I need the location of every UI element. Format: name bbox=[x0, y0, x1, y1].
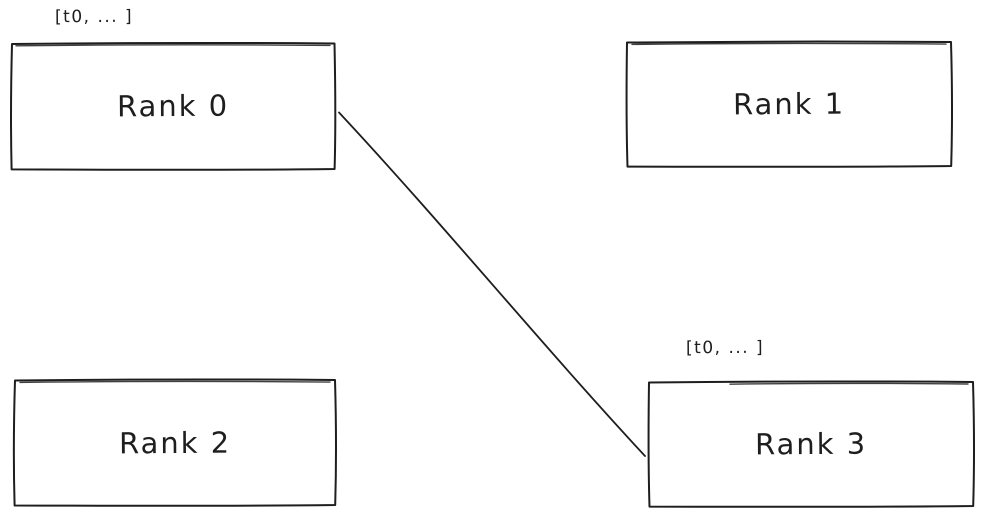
node-box-rank2[interactable] bbox=[12, 378, 337, 507]
node-rank2[interactable]: Rank 2 bbox=[14, 379, 336, 506]
node-box-rank0[interactable] bbox=[9, 41, 337, 171]
node-label-rank3: Rank 3 bbox=[754, 426, 868, 462]
node-rank0[interactable]: Rank 0 bbox=[10, 42, 336, 170]
node-box-rank2-overpass bbox=[19, 380, 331, 384]
node-box-rank1[interactable] bbox=[625, 40, 953, 168]
node-label-rank2: Rank 2 bbox=[118, 425, 232, 460]
node-rank1[interactable]: Rank 1 bbox=[626, 41, 952, 167]
node-box-rank1-overpass bbox=[631, 42, 947, 46]
edge-rank0-rank3[interactable] bbox=[338, 111, 646, 457]
node-label-rank1: Rank 1 bbox=[732, 86, 846, 122]
annotation-rank0: [t0, ... ] bbox=[54, 6, 134, 28]
annotation-rank3: [t0, ... ] bbox=[685, 337, 765, 359]
node-box-rank0-overpass bbox=[15, 44, 331, 47]
node-rank3[interactable]: Rank 3 bbox=[648, 381, 974, 507]
node-box-rank3-overpass bbox=[729, 382, 969, 385]
node-label-rank0: Rank 0 bbox=[116, 88, 230, 124]
node-box-rank3[interactable] bbox=[647, 380, 975, 508]
